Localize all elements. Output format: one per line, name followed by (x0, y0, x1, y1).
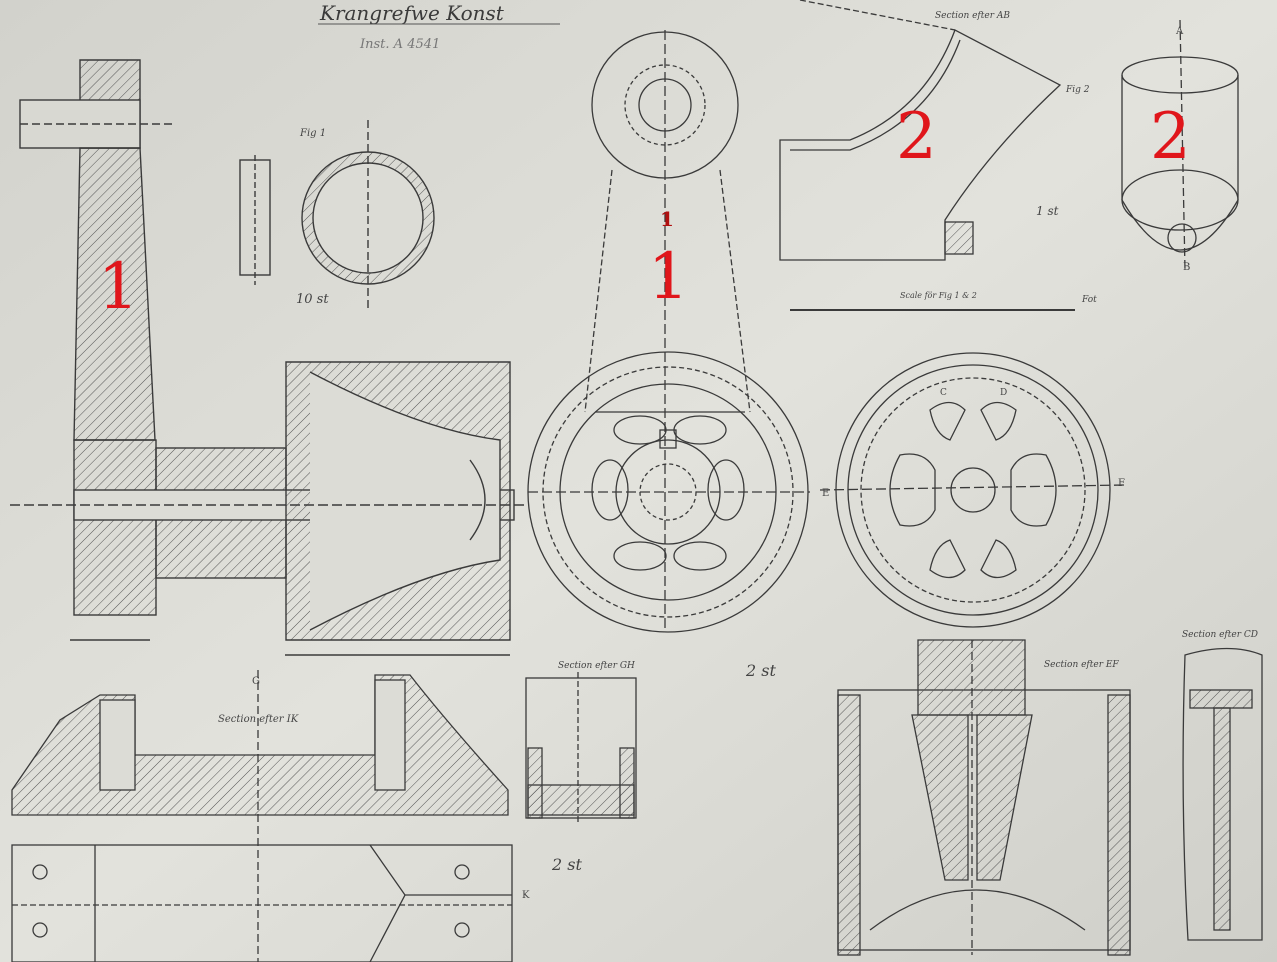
section-gh-drawing (525, 672, 637, 825)
cylinder-drawing (1121, 19, 1239, 271)
section-ef-drawing (837, 639, 1131, 956)
marker-2-pipe: 2 (896, 100, 937, 174)
fig2-count: 1 st (1036, 204, 1059, 218)
marker-1-small: 1 (660, 207, 674, 231)
marker-1-left: 1 (98, 250, 139, 324)
section-ik-drawing (11, 670, 513, 962)
letter-a: A (1175, 26, 1184, 37)
letter-k: K (522, 890, 530, 901)
fig2-label: Fig 2 (1065, 85, 1090, 95)
section-gh-count: 2 st (551, 855, 582, 874)
letter-d: D (1000, 388, 1007, 398)
section-cd-drawing (1182, 647, 1263, 941)
fig1-ring-drawing (239, 120, 435, 310)
fig1-count: 10 st (296, 292, 329, 307)
sheet-subtitle: Inst. A 4541 (359, 37, 440, 52)
section-ik-label: Section efter IK (218, 714, 299, 725)
connecting-rod-drawing (584, 30, 751, 630)
letter-g: G (252, 676, 260, 687)
section-ef-label: Section efter EF (1044, 660, 1119, 670)
spoked-wheel-right (819, 352, 1126, 628)
shaft-lever-drawing (10, 59, 525, 656)
scale-unit: Fot (1081, 295, 1097, 305)
section-cd-label: Section efter CD (1182, 630, 1258, 640)
letter-e: E (822, 488, 829, 499)
marker-2-cylinder: 2 (1150, 100, 1191, 174)
wheel-count: 2 st (745, 661, 776, 680)
sheet-title: Krangrefwe Konst (319, 1, 505, 25)
letter-c: C (940, 388, 947, 398)
section-gh-label: Section efter GH (558, 661, 635, 671)
scale-label: Scale för Fig 1 & 2 (900, 291, 977, 300)
fig1-label: Fig 1 (299, 128, 326, 139)
letter-b: B (1183, 262, 1190, 273)
section-ab-label: Section efter AB (935, 11, 1010, 21)
marker-1-center: 1 (648, 240, 689, 314)
letter-f: F (1118, 478, 1125, 489)
fig2-pipe-bend-drawing (779, 0, 1075, 311)
spoked-wheel-left (527, 351, 810, 633)
